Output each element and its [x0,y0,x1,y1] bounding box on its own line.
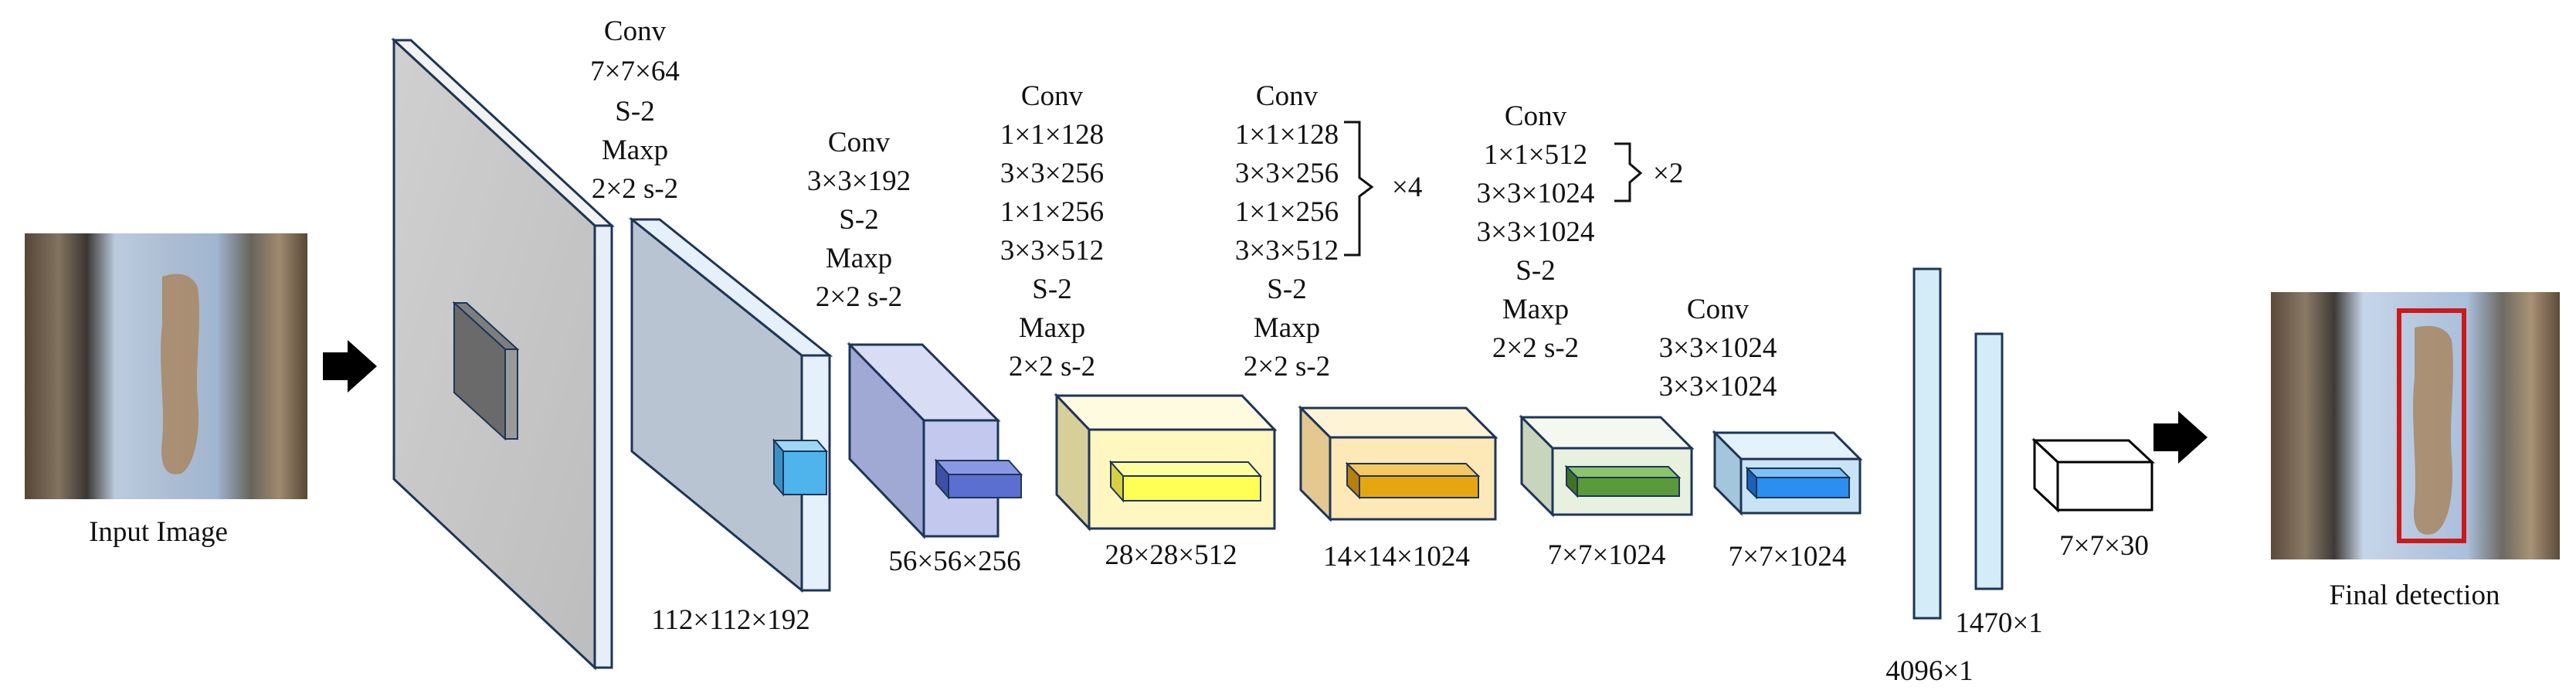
layer-1-annotation-2: S-2 [615,96,654,128]
layer-3-annotation-6: Maxp [1019,312,1085,344]
layer-4-annotation-6: Maxp [1254,312,1320,344]
arrow-right-icon [323,340,377,393]
layer-3-annotation-4: 3×3×512 [1000,235,1104,267]
layer-5-annotation-5: Maxp [1502,294,1569,325]
layer-4-repeat: ×4 [1392,172,1422,203]
layer-3-annotation-7: 2×2 s-2 [1009,351,1095,382]
layer-5-annotation-0: Conv [1505,100,1567,132]
layer-3-annotation-3: 1×1×256 [1000,196,1104,228]
layer-2-block [628,216,833,593]
layer-3-annotation-1: 1×1×128 [1000,119,1104,151]
output-tensor-block [2031,437,2155,513]
layer-7-block [1712,430,1863,516]
layer-5-annotation-2: 3×3×1024 [1477,178,1595,209]
input-image [25,233,307,499]
layer-2-kernel [772,438,829,497]
layer-5-annotation-6: 2×2 s-2 [1492,332,1579,364]
layer-4-annotation-0: Conv [1256,80,1319,112]
layer-3-annotation-5: S-2 [1032,274,1071,305]
repeat-brace-icon [1344,121,1374,257]
layer-2-annotation-4: 2×2 s-2 [816,281,902,313]
final-detection-label: Final detection [2330,580,2500,611]
defect-patch [2413,325,2453,535]
layer-2-dims: 112×112×192 [651,604,810,636]
layer-5-annotation-3: 3×3×1024 [1477,216,1595,248]
detection-bounding-box [2397,308,2466,543]
final-detection-image [2271,292,2560,559]
layer-5-kernel [1345,461,1481,500]
layer-7-kernel [1745,466,1851,500]
input-image-label: Input Image [89,516,228,548]
layer-2-annotation-0: Conv [828,127,891,158]
layer-4-annotation-7: 2×2 s-2 [1244,351,1330,382]
layer-1-annotation-0: Conv [604,15,667,47]
layer-6-block [1519,414,1695,518]
layer-1-kernel [452,301,520,441]
layer-4-annotation-3: 1×1×256 [1235,196,1339,228]
layer-6-annotation-2: 3×3×1024 [1659,371,1777,403]
fc-1470-dims: 1470×1 [1955,607,2042,639]
layer-2-annotation-2: S-2 [839,204,878,236]
layer-5-repeat: ×2 [1653,158,1683,189]
layer-4-annotation-4: 3×3×512 [1235,235,1339,267]
layer-1-annotation-4: 2×2 s-2 [592,173,678,205]
layer-5-block [1298,405,1498,522]
layer-3-kernel [934,458,1023,500]
layer-6-dims: 7×7×1024 [1548,539,1666,571]
layer-2-annotation-3: Maxp [826,243,892,274]
layer-3-annotation-0: Conv [1021,80,1084,112]
output-dims: 7×7×30 [2059,530,2149,562]
layer-4-annotation-2: 3×3×256 [1235,158,1339,189]
layer-5-dims: 14×14×1024 [1323,541,1470,573]
layer-3-dims: 56×56×256 [888,546,1020,577]
layer-4-block [1054,393,1278,532]
layer-5-annotation-4: S-2 [1515,255,1555,287]
layer-3-annotation-2: 3×3×256 [1000,158,1104,189]
layer-4-kernel [1108,460,1263,503]
layer-6-annotation-0: Conv [1687,294,1750,325]
repeat-brace-icon [1614,142,1643,202]
defect-patch [161,274,199,474]
fc-4096-dims: 4096×1 [1885,655,1973,687]
fc-layer-4096 [1912,267,1942,620]
layer-1-annotation-1: 7×7×64 [590,56,680,87]
layer-7-dims: 7×7×1024 [1729,541,1847,573]
layer-4-dims: 28×28×512 [1105,539,1237,571]
layer-6-kernel [1564,464,1682,498]
layer-6-annotation-1: 3×3×1024 [1659,332,1777,364]
layer-4-annotation-5: S-2 [1267,274,1306,305]
layer-5-annotation-1: 1×1×512 [1484,139,1587,171]
layer-3-block [847,342,1023,539]
layer-1-plate [391,37,615,671]
layer-2-annotation-1: 3×3×192 [807,165,911,197]
layer-1-annotation-3: Maxp [602,134,668,166]
layer-4-annotation-1: 1×1×128 [1235,119,1339,151]
fc-layer-1470 [1974,332,2004,590]
arrow-right-icon [2153,411,2208,464]
